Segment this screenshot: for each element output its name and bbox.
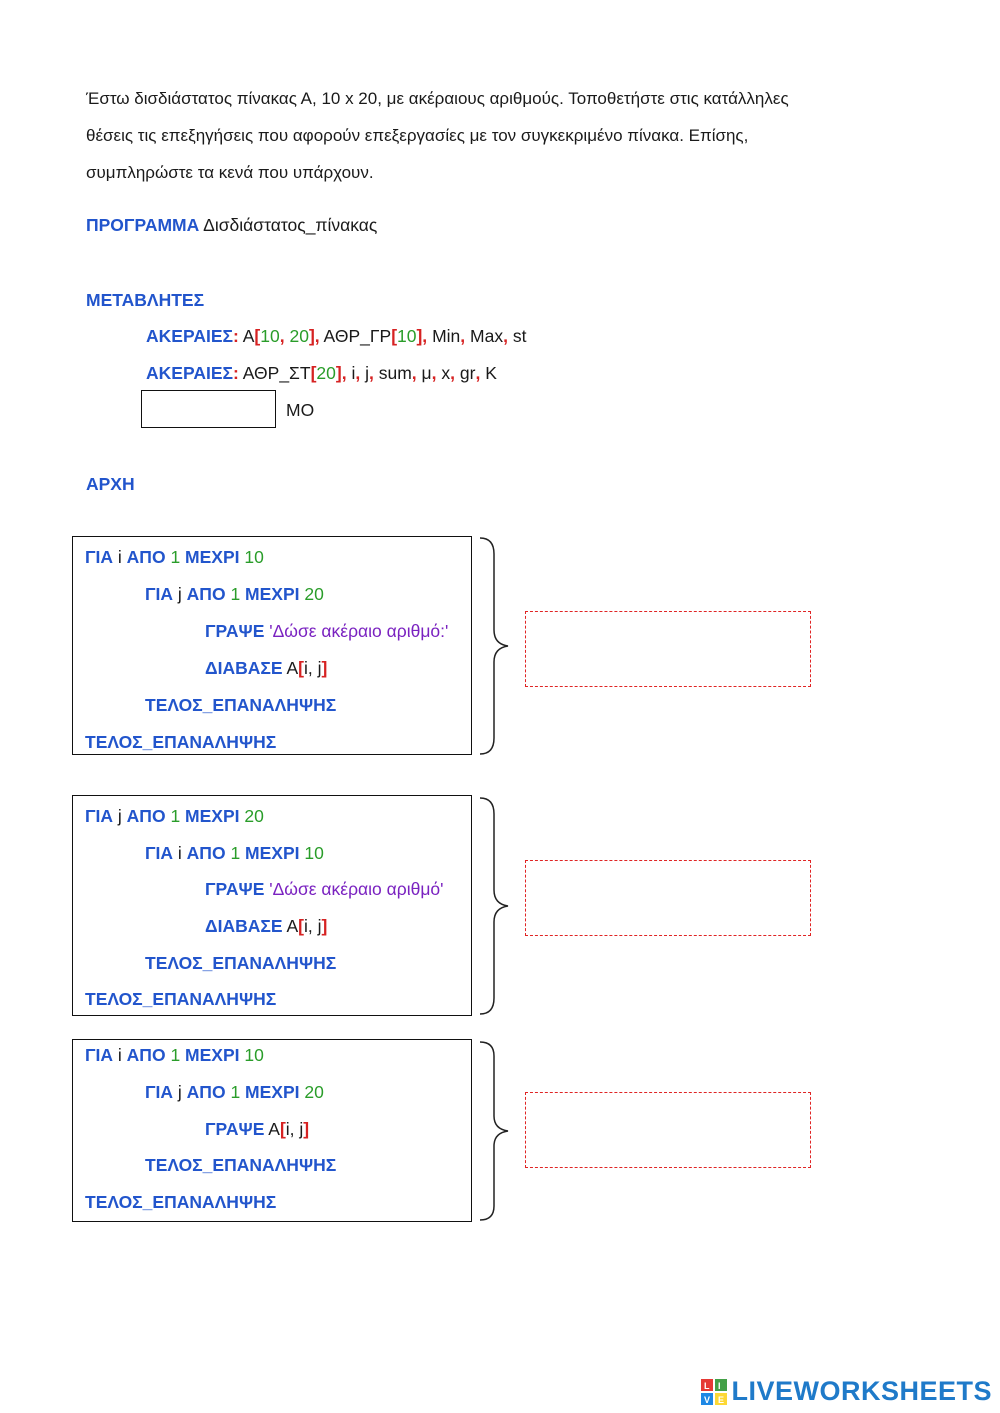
var-k: K — [485, 363, 497, 383]
write-prompt-line: ΓΡΑΨΕ 'Δώσε ακέραιο αριθμό' — [205, 879, 444, 899]
var-agr: ΑΘΡ_ΓΡ — [323, 326, 392, 346]
var-sum: sum — [378, 363, 412, 383]
curly-brace-icon — [479, 797, 509, 1015]
int-declaration-2: ΑΚΕΡΑΙΕΣ: ΑΘΡ_ΣΤ[20], i, j, sum, μ, x, g… — [146, 363, 497, 383]
logo-text: LIVEWORKSHEETS — [731, 1376, 992, 1406]
var-gr: gr — [459, 363, 476, 383]
liveworksheets-logo: L I V E LIVEWORKSHEETS — [701, 1376, 992, 1407]
var-max: Max — [470, 326, 504, 346]
read-line: ΔΙΑΒΑΣΕ Α[i, j] — [205, 916, 328, 936]
write-array-line: ΓΡΑΨΕ Α[i, j] — [205, 1119, 310, 1139]
inner-loop-end: ΤΕΛΟΣ_ΕΠΑΝΑΛΗΨΗΣ — [145, 1155, 337, 1175]
dim-rows: 10 — [260, 326, 280, 346]
svg-text:I: I — [718, 1381, 721, 1391]
liveworksheets-logo-icon: L I V E — [701, 1378, 728, 1405]
write-prompt-line: ΓΡΑΨΕ 'Δώσε ακέραιο αριθμό:' — [205, 621, 449, 641]
intro-line-1: Έστω δισδιάστατος πίνακας Α, 10 x 20, με… — [86, 89, 789, 108]
var-mo: ΜΟ — [286, 400, 315, 420]
code-block-1: ΓΙΑ i ΑΠΟ 1 ΜΕΧΡΙ 10 ΓΙΑ j ΑΠΟ 1 ΜΕΧΡΙ 2… — [72, 536, 472, 755]
type-blank-input[interactable] — [141, 390, 276, 428]
int-keyword: ΑΚΕΡΑΙΕΣ — [146, 326, 233, 346]
answer-drop-zone-2[interactable] — [525, 860, 811, 936]
curly-brace-icon — [479, 1041, 509, 1221]
var-x: x — [441, 363, 451, 383]
outer-loop-end: ΤΕΛΟΣ_ΕΠΑΝΑΛΗΨΗΣ — [85, 989, 277, 1009]
answer-drop-zone-1[interactable] — [525, 611, 811, 687]
svg-text:L: L — [704, 1381, 710, 1391]
start-keyword: ΑΡΧΗ — [86, 474, 135, 494]
dim-agr: 10 — [397, 326, 417, 346]
dim-ast: 20 — [316, 363, 336, 383]
inner-loop-header: ΓΙΑ j ΑΠΟ 1 ΜΕΧΡΙ 20 — [145, 1082, 324, 1102]
outer-loop-end: ΤΕΛΟΣ_ΕΠΑΝΑΛΗΨΗΣ — [85, 1192, 277, 1212]
code-block-3: ΓΙΑ i ΑΠΟ 1 ΜΕΧΡΙ 10 ΓΙΑ j ΑΠΟ 1 ΜΕΧΡΙ 2… — [72, 1039, 472, 1222]
int-keyword: ΑΚΕΡΑΙΕΣ — [146, 363, 233, 383]
code-block-2: ΓΙΑ j ΑΠΟ 1 ΜΕΧΡΙ 20 ΓΙΑ i ΑΠΟ 1 ΜΕΧΡΙ 1… — [72, 795, 472, 1016]
outer-loop-header: ΓΙΑ j ΑΠΟ 1 ΜΕΧΡΙ 20 — [85, 806, 264, 826]
intro-line-3: συμπληρώστε τα κενά που υπάρχουν. — [86, 163, 374, 182]
inner-loop-header: ΓΙΑ i ΑΠΟ 1 ΜΕΧΡΙ 10 — [145, 843, 324, 863]
inner-loop-header: ΓΙΑ j ΑΠΟ 1 ΜΕΧΡΙ 20 — [145, 584, 324, 604]
var-i: i — [351, 363, 356, 383]
var-ast: ΑΘΡ_ΣΤ — [242, 363, 311, 383]
var-mu: μ — [421, 363, 432, 383]
outer-loop-header: ΓΙΑ i ΑΠΟ 1 ΜΕΧΡΙ 10 — [85, 547, 264, 567]
svg-text:V: V — [704, 1395, 710, 1405]
int-declaration-1: ΑΚΕΡΑΙΕΣ: Α[10, 20], ΑΘΡ_ΓΡ[10], Min, Ma… — [146, 326, 527, 346]
inner-loop-end: ΤΕΛΟΣ_ΕΠΑΝΑΛΗΨΗΣ — [145, 953, 337, 973]
read-line: ΔΙΑΒΑΣΕ Α[i, j] — [205, 658, 328, 678]
program-name: Δισδιάστατος_πίνακας — [203, 215, 378, 235]
var-min: Min — [432, 326, 461, 346]
inner-loop-end: ΤΕΛΟΣ_ΕΠΑΝΑΛΗΨΗΣ — [145, 695, 337, 715]
var-st: st — [512, 326, 527, 346]
program-keyword: ΠΡΟΓΡΑΜΜΑ — [86, 215, 200, 235]
program-line: ΠΡΟΓΡΑΜΜΑ Δισδιάστατος_πίνακας — [86, 214, 377, 236]
var-j: j — [365, 363, 369, 383]
svg-text:E: E — [718, 1395, 724, 1405]
variables-keyword: ΜΕΤΑΒΛΗΤΕΣ — [86, 290, 205, 310]
answer-drop-zone-3[interactable] — [525, 1092, 811, 1168]
outer-loop-header: ΓΙΑ i ΑΠΟ 1 ΜΕΧΡΙ 10 — [85, 1045, 264, 1065]
curly-brace-icon — [479, 537, 509, 755]
dim-cols: 20 — [289, 326, 309, 346]
intro-line-2: θέσεις τις επεξηγήσεις που αφορούν επεξε… — [86, 126, 749, 145]
outer-loop-end: ΤΕΛΟΣ_ΕΠΑΝΑΛΗΨΗΣ — [85, 732, 277, 752]
var-a: Α — [242, 326, 255, 346]
